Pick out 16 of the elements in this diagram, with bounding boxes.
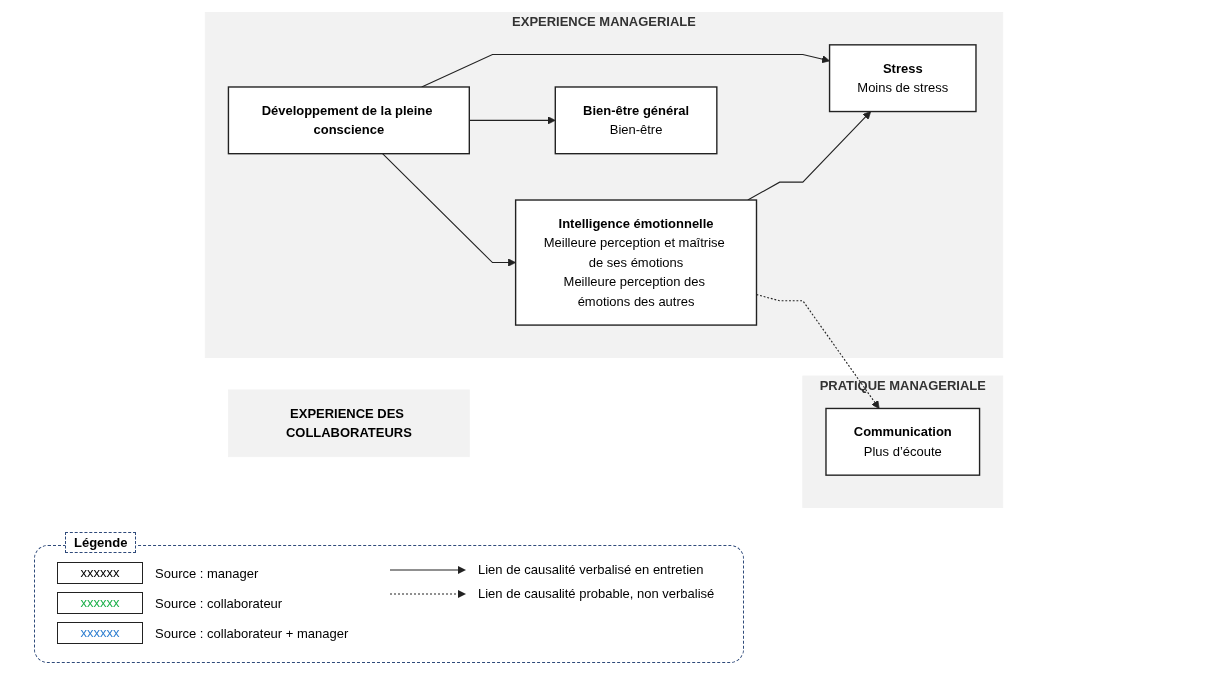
legend-text: Source : manager (155, 565, 259, 581)
node-box: Bien-être général Bien-être (554, 86, 718, 155)
legend-title: Légende (65, 532, 137, 553)
legend-text: Source : collaborateur + manager (155, 625, 349, 641)
arrow (382, 153, 516, 267)
node-box: Intelligence émotionnelle Meilleure perception et maîtrise de ses émotions Meilleure perception des émotions des autres (514, 199, 758, 326)
arrow (747, 111, 872, 201)
node-box: Développement de la pleine conscience (227, 86, 470, 155)
legend-swatch: xxxxxx (57, 562, 143, 584)
legend-text: Source : collaborateur (155, 595, 283, 611)
legend-swatch: xxxxxx (57, 592, 143, 614)
legend-text: Lien de causalité probable, non verbalisé (478, 586, 715, 601)
node-box: Stress Moins de stress (828, 44, 977, 113)
legend-text: Lien de causalité verbalisé en entretien (478, 562, 704, 577)
node-box: Communication Plus d’écoute (825, 407, 981, 476)
legend-swatch: xxxxxx (57, 622, 143, 644)
